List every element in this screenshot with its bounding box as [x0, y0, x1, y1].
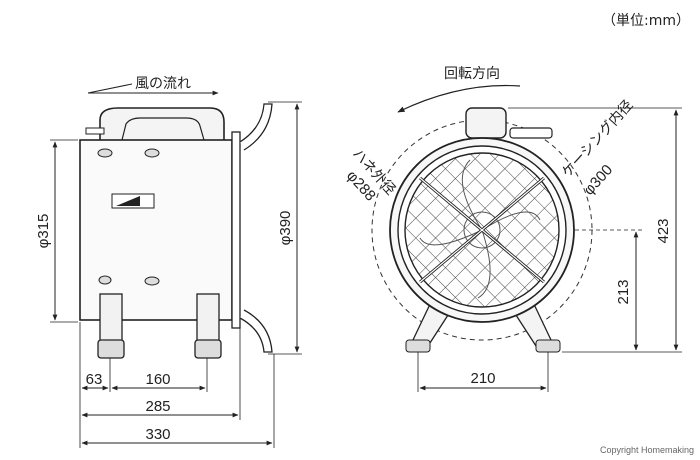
dim-315-label: φ315: [35, 214, 52, 249]
front-foot-pad-left: [405, 339, 431, 353]
dim-213-label: 213: [615, 279, 632, 304]
bolt: [144, 276, 160, 286]
airflow-label: 風の流れ: [135, 76, 191, 92]
foot-right: [196, 293, 220, 343]
carry-handle: [99, 107, 225, 140]
handle-clip-front: [509, 127, 553, 139]
bolt: [144, 148, 160, 158]
dim-390-label: φ390: [277, 211, 294, 246]
bolt: [98, 275, 112, 285]
dim-210-label: 210: [470, 370, 495, 387]
rotation-arrow: [397, 84, 521, 113]
rotation-label: 回転方向: [444, 66, 500, 82]
dim-63-label: 63: [86, 371, 103, 388]
dim-330-label: 330: [145, 426, 170, 443]
side-view: 風の流れ φ315 φ390: [35, 76, 302, 448]
dim-285-label: 285: [145, 398, 170, 415]
handle-grip: [121, 117, 205, 141]
logo-mark: [116, 196, 140, 206]
front-view: 回転方向 ハネ外径 φ288 ケーシング内径 φ300: [343, 66, 682, 392]
copyright-text: Copyright Homemaking: [600, 445, 694, 455]
front-handle: [465, 107, 507, 139]
casing-dim-label: φ300: [580, 161, 616, 198]
bolt: [97, 148, 113, 158]
front-foot-pad-right: [535, 339, 561, 353]
foot-pad-right: [194, 339, 222, 359]
fan-blades: [419, 159, 541, 299]
dim-423-label: 423: [655, 218, 672, 243]
foot-left: [99, 293, 123, 343]
dim-160-label: 160: [145, 371, 170, 388]
fan-body-side: [79, 139, 233, 321]
flange-ring: [231, 131, 241, 329]
handle-clip: [85, 127, 105, 135]
duct-connector-bottom: [239, 309, 273, 353]
duct-connector-top: [239, 103, 273, 151]
unit-label: （単位:mm）: [602, 13, 690, 29]
foot-pad-left: [97, 339, 125, 359]
airflow-arrow-line: [87, 83, 133, 94]
